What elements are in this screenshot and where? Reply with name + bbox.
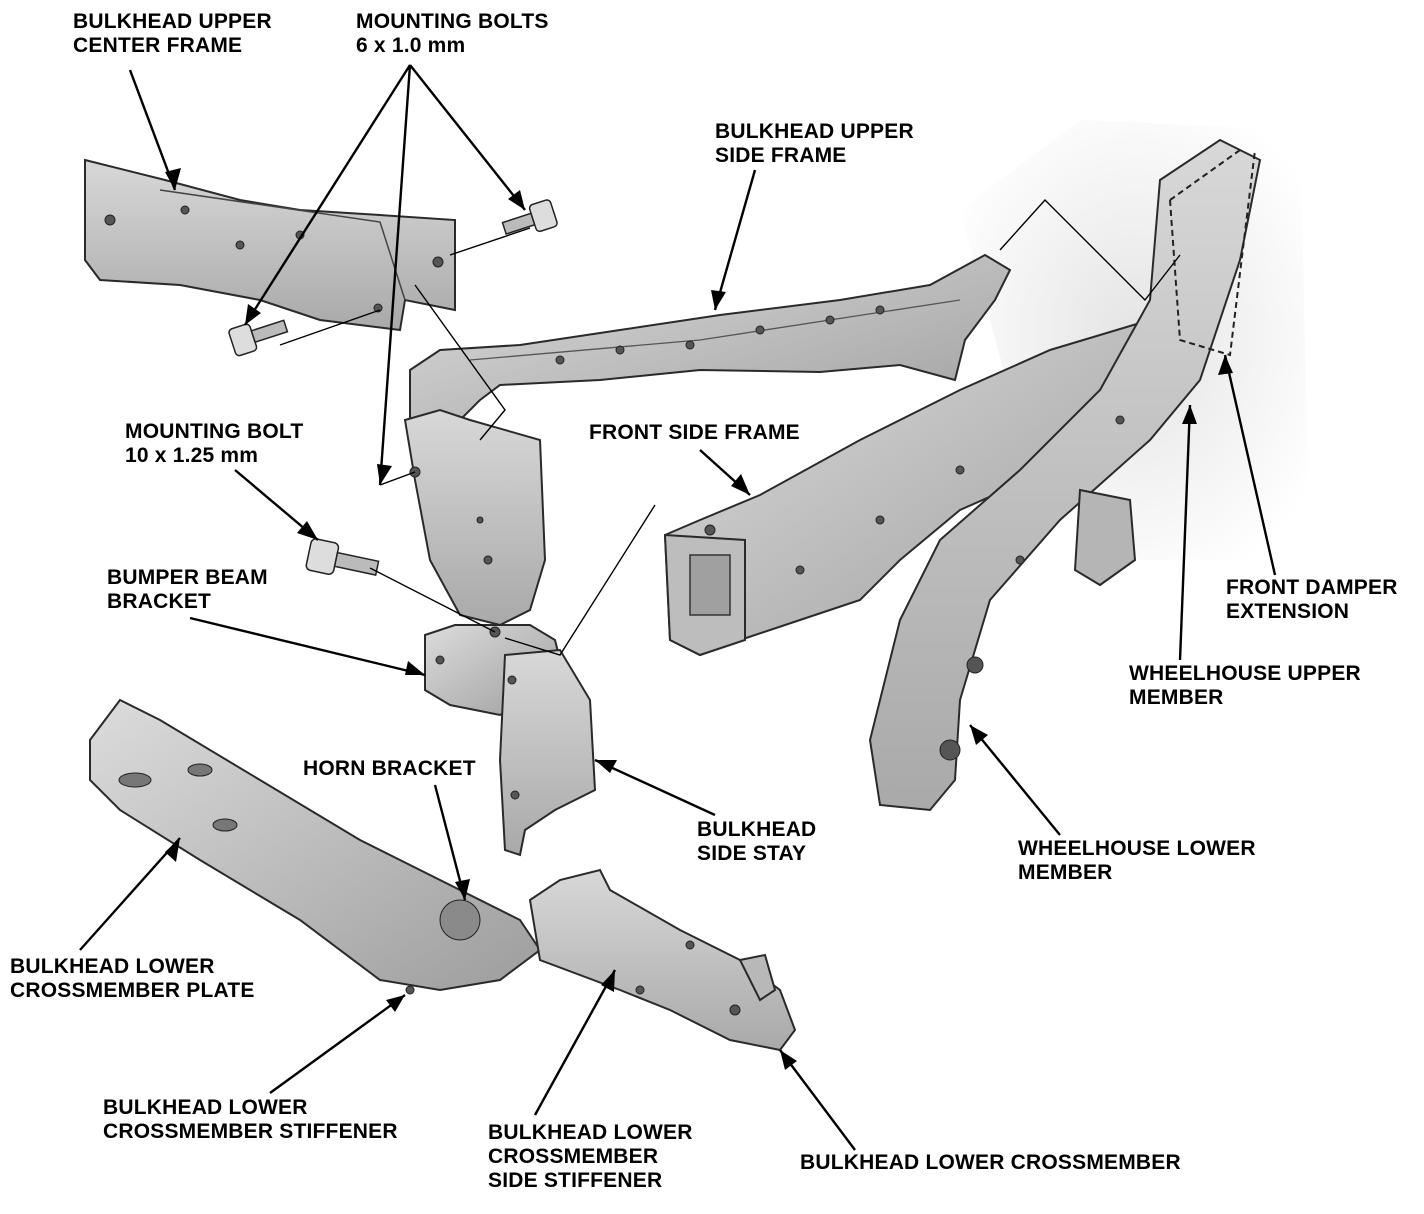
bulkhead-side-stay-lower-part <box>498 648 597 857</box>
label-front-damper-extension: FRONT DAMPER EXTENSION <box>1226 576 1398 623</box>
mounting-bolt-small-left <box>228 319 289 357</box>
leader-bumper-beam-bracket <box>189 616 426 677</box>
leader-front-damper-extension <box>1223 354 1277 576</box>
front-side-frame-part <box>663 318 1172 657</box>
leader-upper-side-frame <box>713 169 757 311</box>
label-mounting-bolts: MOUNTING BOLTS 6 x 1.0 mm <box>356 10 549 57</box>
label-wheelhouse-upper-member: WHEELHOUSE UPPER MEMBER <box>1129 662 1361 709</box>
bulkhead-upper-side-frame-part <box>409 253 1012 442</box>
leader-lower-crossmember-plate <box>79 837 181 951</box>
wheelhouse-structure-part <box>868 138 1262 812</box>
label-bulkhead-side-stay: BULKHEAD SIDE STAY <box>697 818 817 865</box>
leader-upper-center-frame <box>128 69 177 191</box>
leader-wheelhouse-lower-member <box>969 724 1061 836</box>
alignment-line <box>414 284 506 441</box>
bulkhead-side-stay-upper-part <box>403 408 547 627</box>
label-wheelhouse-lower-member: WHEELHOUSE LOWER MEMBER <box>1018 837 1256 884</box>
label-bulkhead-lower-crossmember-stiffener: BULKHEAD LOWER CROSSMEMBER STIFFENER <box>103 1096 398 1143</box>
bolt-path-line <box>369 567 496 633</box>
label-bulkhead-upper-center-frame: BULKHEAD UPPER CENTER FRAME <box>73 10 272 57</box>
bulkhead-lower-crossmember-plate-part <box>89 698 542 995</box>
label-mounting-bolt: MOUNTING BOLT 10 x 1.25 mm <box>125 420 304 467</box>
leader-lower-crossmember-side-stiffener <box>533 969 617 1116</box>
leader-horn-bracket <box>433 784 467 901</box>
leader-lower-crossmember <box>779 1049 856 1151</box>
mounting-bolt-small-right <box>501 199 558 235</box>
leader-mounting-bolts-a <box>243 64 412 326</box>
label-front-side-frame: FRONT SIDE FRAME <box>589 421 800 444</box>
bolt-path-line <box>279 309 381 346</box>
alignment-line <box>379 471 416 486</box>
alignment-line <box>999 198 1181 302</box>
mounting-bolt-large <box>305 538 380 576</box>
leader-bulkhead-side-stay <box>594 758 716 817</box>
bulkhead-upper-center-frame-part <box>84 158 456 332</box>
alignment-line <box>504 504 656 656</box>
leader-wheelhouse-upper-member <box>1178 404 1192 661</box>
bulkhead-lower-crossmember-part <box>528 868 797 1052</box>
leader-mounting-bolts-b <box>409 64 526 211</box>
label-bumper-beam-bracket: BUMPER BEAM BRACKET <box>107 566 268 613</box>
leader-mounting-bolts-c <box>378 64 412 486</box>
label-horn-bracket: HORN BRACKET <box>303 757 476 780</box>
label-bulkhead-lower-crossmember: BULKHEAD LOWER CROSSMEMBER <box>800 1151 1181 1174</box>
label-bulkhead-lower-crossmember-side-stiffener: BULKHEAD LOWER CROSSMEMBER SIDE STIFFENE… <box>488 1121 693 1192</box>
label-bulkhead-upper-side-frame: BULKHEAD UPPER SIDE FRAME <box>715 120 914 167</box>
arrowheads <box>165 168 1233 1070</box>
leader-lower-crossmember-stiffener <box>269 994 406 1094</box>
label-bulkhead-lower-crossmember-plate: BULKHEAD LOWER CROSSMEMBER PLATE <box>10 955 255 1002</box>
bolt-path-line <box>449 227 531 256</box>
